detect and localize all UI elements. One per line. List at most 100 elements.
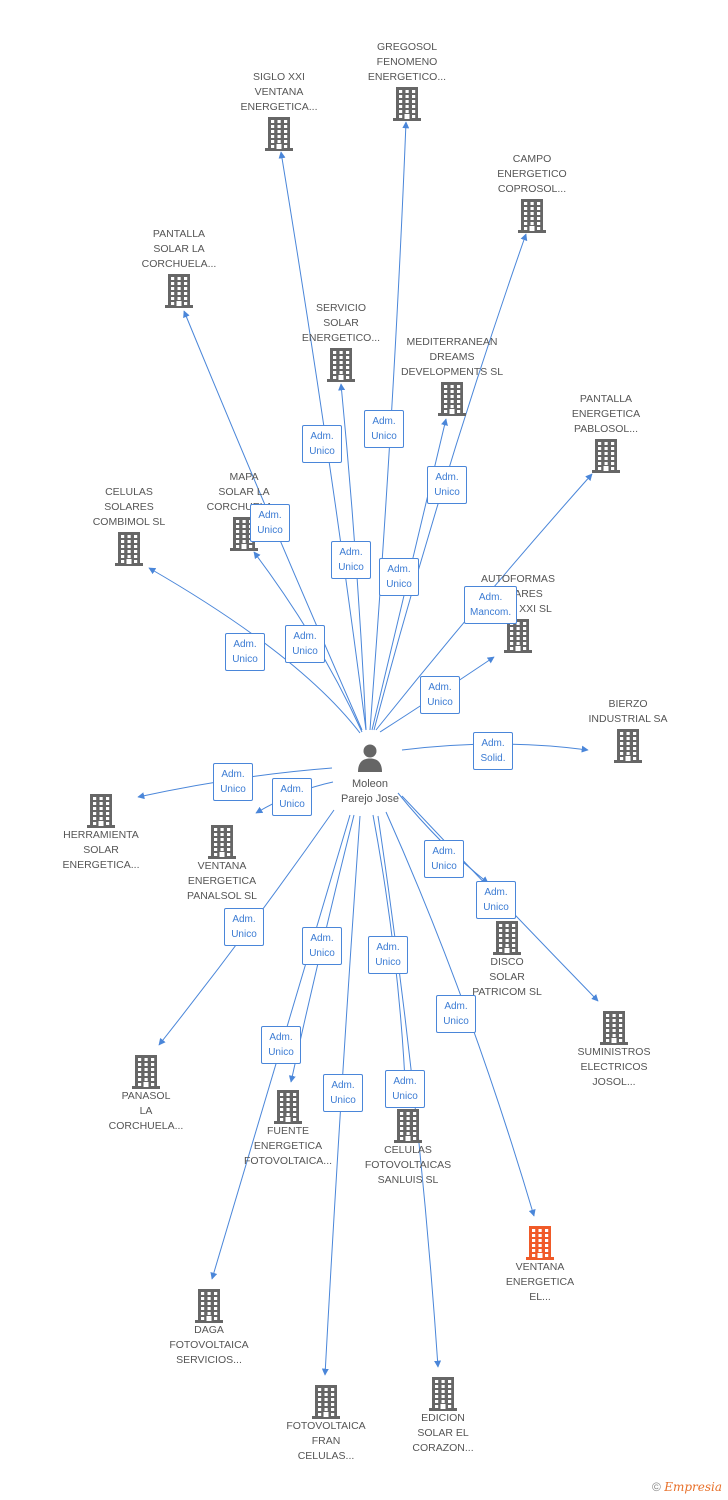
company-label-line: ENERGETICO...	[301, 332, 381, 344]
company-node-ventana-panalsol[interactable]: VENTANA ENERGETICA PANALSOL SL	[167, 823, 277, 904]
relation-role: Adm.	[484, 887, 508, 898]
relation-badge[interactable]: Adm.Unico	[302, 425, 342, 463]
relation-badge[interactable]: Adm.Unico	[323, 1074, 363, 1112]
relation-type: Unico	[268, 1047, 294, 1058]
building-icon	[518, 199, 546, 233]
relation-badge[interactable]: Adm.Unico	[302, 927, 342, 965]
building-icon	[274, 1090, 302, 1124]
company-label-line: INDUSTRIAL SA	[588, 713, 668, 725]
company-label-line: ENERGETICA	[187, 875, 257, 887]
company-label-line: ELECTRICOS	[580, 1061, 648, 1073]
relation-badge[interactable]: Adm.Unico	[385, 1070, 425, 1108]
relation-badge[interactable]: Adm.Unico	[285, 625, 325, 663]
company-label-line: EL...	[529, 1291, 551, 1303]
building-icon	[327, 348, 355, 382]
relation-badge[interactable]: Adm.Unico	[331, 541, 371, 579]
relation-badge[interactable]: Adm.Unico	[427, 466, 467, 504]
relation-type: Unico	[309, 948, 335, 959]
relation-badge[interactable]: Adm.Unico	[224, 908, 264, 946]
relation-role: Adm.	[478, 592, 503, 603]
company-label-line: DISCO	[490, 956, 524, 968]
building-icon	[429, 1377, 457, 1411]
company-label-line: SERVICIOS...	[176, 1354, 242, 1366]
brand-name[interactable]: Empresia	[664, 1480, 722, 1494]
company-label-line: DAGA	[194, 1324, 224, 1336]
building-icon	[394, 1109, 422, 1143]
person-node[interactable]: Moleon Parejo Jose	[330, 742, 410, 807]
company-label-line: PANALSOL SL	[186, 890, 258, 902]
company-label-line: LA	[139, 1105, 153, 1117]
relation-badge[interactable]: Adm.Unico	[379, 558, 419, 596]
company-label-line: SOLAR LA	[153, 243, 205, 255]
relation-badge[interactable]: Adm.Mancom.	[464, 586, 518, 624]
relation-badge[interactable]: Adm.Solid.	[473, 732, 513, 770]
company-node-daga[interactable]: DAGA FOTOVOLTAICA SERVICIOS...	[154, 1287, 264, 1368]
building-icon	[132, 1055, 160, 1089]
company-label: DAGA FOTOVOLTAICA SERVICIOS...	[154, 1323, 264, 1368]
company-label-line: SOLAR EL	[417, 1427, 469, 1439]
company-label-line: SOLAR	[83, 844, 119, 856]
company-label-line: ENERGETICA	[253, 1140, 323, 1152]
relation-badge[interactable]: Adm.Unico	[225, 633, 265, 671]
relation-role: Adm.	[258, 510, 282, 521]
relation-badge[interactable]: Adm.Unico	[436, 995, 476, 1033]
relation-badge[interactable]: Adm.Unico	[420, 676, 460, 714]
company-label-line: ENERGETICA...	[62, 859, 140, 871]
relation-badge[interactable]: Adm.Unico	[272, 778, 312, 816]
relation-badge[interactable]: Adm.Unico	[476, 881, 516, 919]
relation-type: Unico	[431, 861, 457, 872]
relation-type: Unico	[257, 525, 283, 536]
company-label-line: CELULAS...	[297, 1450, 355, 1462]
company-label-line: VENTANA	[197, 860, 247, 872]
relation-badge[interactable]: Adm.Unico	[364, 410, 404, 448]
building-icon	[265, 117, 293, 151]
relation-badge[interactable]: Adm. Unico	[250, 504, 290, 542]
company-label-line: CORCHUELA...	[108, 1120, 184, 1132]
company-label-line: CORCHUELA...	[141, 258, 217, 270]
relation-badge[interactable]: Adm.Unico	[424, 840, 464, 878]
relation-role: Adm.	[280, 784, 304, 795]
company-label-line: PABLOSOL...	[574, 423, 638, 435]
relation-badge[interactable]: Adm.Unico	[261, 1026, 301, 1064]
relation-type: Unico	[386, 579, 412, 590]
company-label-line: SOLAR	[489, 971, 525, 983]
relation-badge[interactable]: Adm.Unico	[368, 936, 408, 974]
company-label-line: SOLAR	[323, 317, 359, 329]
relation-role: Adm.	[428, 682, 452, 693]
relation-type: Unico	[292, 646, 318, 657]
building-icon	[195, 1289, 223, 1323]
relation-badge[interactable]: Adm.Unico	[213, 763, 253, 801]
company-label-line: CORAZON...	[412, 1442, 474, 1454]
relation-type: Unico	[220, 784, 246, 795]
building-icon	[208, 825, 236, 859]
relation-role: Adm.	[310, 431, 334, 442]
company-label-line: FOTOVOLTAICA...	[243, 1155, 333, 1167]
company-label-line: FOTOVOLTAICA	[169, 1339, 249, 1351]
person-icon	[358, 744, 382, 772]
